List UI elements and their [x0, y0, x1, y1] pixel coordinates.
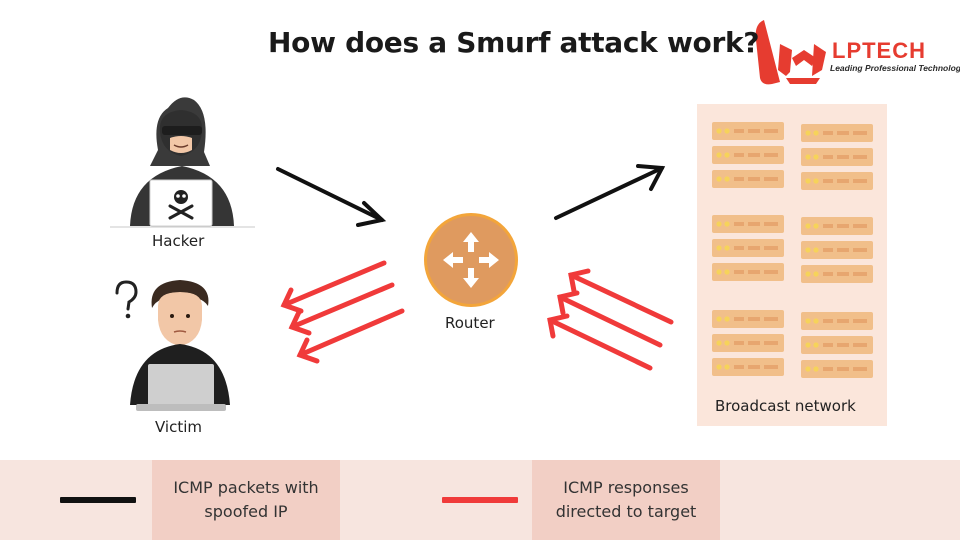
page-title: How does a Smurf attack work? — [268, 26, 760, 59]
legend-item-spoofed: ICMP packets with spoofed IP — [152, 460, 340, 540]
arrow-hacker-to-router — [276, 167, 387, 227]
lptech-logo-icon — [755, 20, 826, 85]
hacker-label: Hacker — [152, 232, 205, 250]
legend-spoofed-line1: ICMP packets with — [173, 478, 319, 497]
arrows-broadcast-to-router — [547, 268, 674, 371]
legend-responses-line2: directed to target — [555, 502, 697, 521]
question-mark-icon — [115, 280, 138, 319]
router-label: Router — [445, 314, 495, 332]
logo-wordmark: LPTECH — [832, 38, 926, 63]
arrows-router-to-victim — [280, 260, 405, 364]
legend-red-line — [442, 497, 518, 503]
router-icon — [424, 213, 518, 307]
broadcast-network-label: Broadcast network — [715, 397, 856, 415]
victim-icon — [130, 280, 230, 411]
victim-label: Victim — [155, 418, 203, 436]
legend-black-line — [60, 497, 136, 503]
legend-spoofed-line2: spoofed IP — [204, 502, 288, 521]
hacker-icon — [130, 97, 234, 227]
arrow-router-to-broadcast — [554, 164, 666, 220]
logo-tagline: Leading Professional Technology — [830, 63, 960, 73]
legend-responses-line1: ICMP responses — [563, 478, 689, 497]
server-rack-icon — [697, 104, 887, 426]
legend-item-responses: ICMP responses directed to target — [532, 460, 720, 540]
